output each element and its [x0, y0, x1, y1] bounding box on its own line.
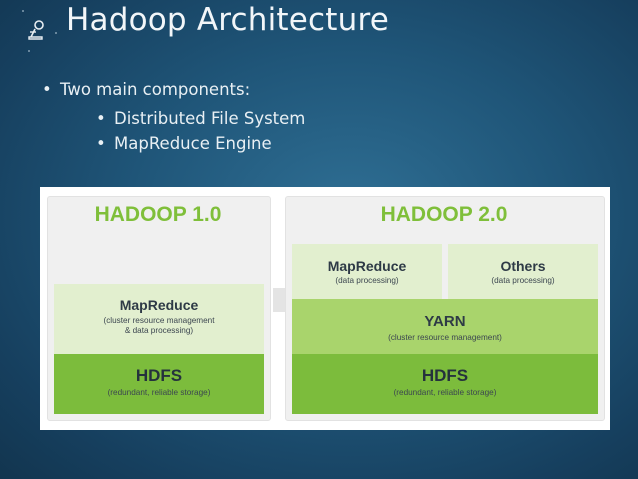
sub-bullet-item: • Distributed File System	[96, 109, 305, 128]
hadoop-2-title: HADOOP 2.0	[380, 203, 508, 226]
decor-dot	[22, 10, 24, 12]
v1-hdfs-box: HDFS (redundant, reliable storage)	[54, 354, 264, 414]
v2-hdfs-box: HDFS (redundant, reliable storage)	[292, 354, 598, 414]
v2-others-sub: (data processing)	[491, 276, 555, 285]
bullet-dot-icon: •	[96, 134, 106, 153]
v1-hdfs-title: HDFS	[135, 366, 183, 385]
logo-icon	[28, 20, 44, 40]
bullet-text: MapReduce Engine	[114, 134, 272, 153]
bullet-text: Two main components:	[60, 80, 251, 99]
v2-yarn-title: YARN	[424, 313, 466, 330]
v2-yarn-box: YARN (cluster resource management)	[292, 299, 598, 354]
bullet-item: • Two main components:	[42, 80, 250, 99]
v2-others-title: Others	[500, 258, 546, 274]
v1-mapreduce-title: MapReduce	[119, 297, 199, 313]
bullet-dot-icon: •	[96, 109, 106, 128]
hadoop-1-title: HADOOP 1.0	[94, 203, 222, 226]
v1-mapreduce-sub2: & data processing)	[124, 326, 194, 335]
v2-yarn-sub: (cluster resource management)	[388, 333, 502, 342]
v2-mapreduce-sub: (data processing)	[335, 276, 399, 285]
hadoop-diagram: HADOOP 1.0 MapReduce (cluster resource m…	[40, 187, 610, 430]
page-title: Hadoop Architecture	[66, 2, 390, 38]
decor-dot	[55, 32, 57, 34]
v1-hdfs-sub: (redundant, reliable storage)	[107, 388, 211, 397]
v2-hdfs-sub: (redundant, reliable storage)	[393, 388, 497, 397]
v2-others-box: Others (data processing)	[448, 244, 598, 299]
v2-hdfs-title: HDFS	[421, 366, 469, 385]
v2-mapreduce-title: MapReduce	[327, 258, 407, 274]
bullet-dot-icon: •	[42, 80, 52, 99]
v1-mapreduce-box: MapReduce (cluster resource management &…	[54, 284, 264, 354]
bullet-text: Distributed File System	[114, 109, 306, 128]
sub-bullet-item: • MapReduce Engine	[96, 134, 272, 153]
v1-mapreduce-sub1: (cluster resource management	[103, 316, 215, 325]
decor-dot	[28, 50, 30, 52]
v2-mapreduce-box: MapReduce (data processing)	[292, 244, 442, 299]
